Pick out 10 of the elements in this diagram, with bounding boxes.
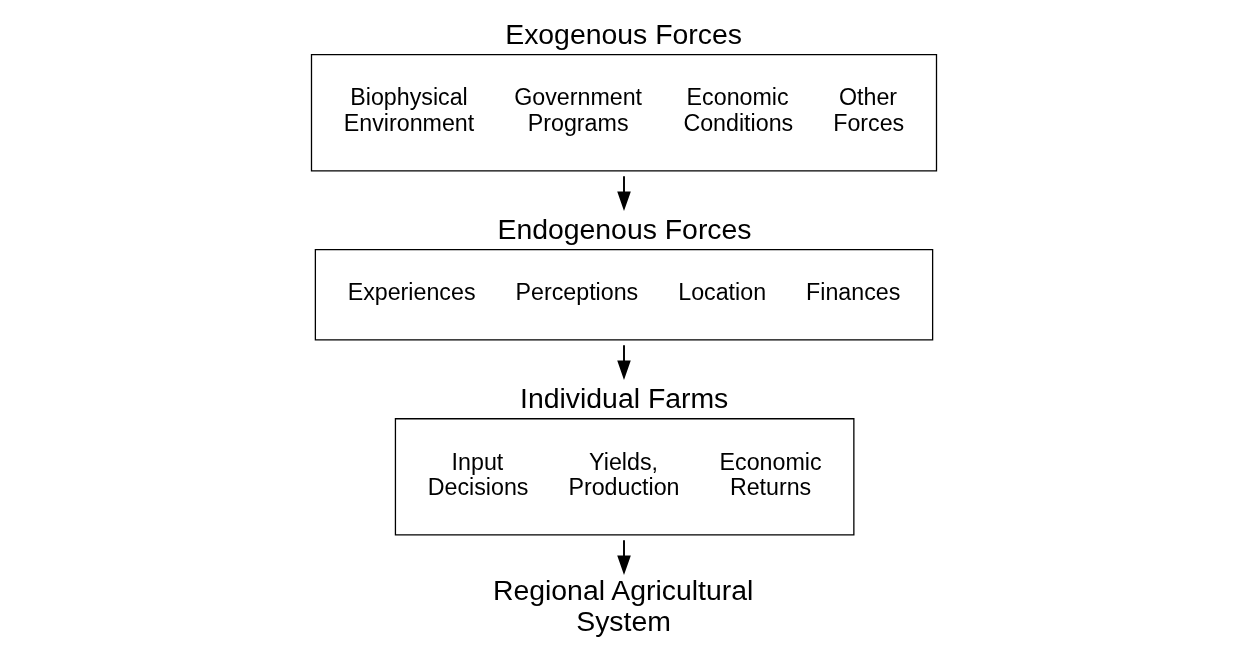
node-text: Regional Agricultural System [492,574,754,638]
arrow [617,539,631,575]
arrow [617,344,631,380]
node-label: Individual Farms [520,381,729,414]
node-label: Exogenous Forces [505,17,742,50]
node-label: Endogenous Forces [497,212,752,245]
arrow [617,175,631,211]
node-box: Biophysical Environment Government Programs Economic Conditions Other Forces [310,53,938,172]
node-box: Input Decisions Yields, Production Economic Returns [394,418,855,536]
node-box: Experiences Perceptions Location Finances [314,248,934,341]
